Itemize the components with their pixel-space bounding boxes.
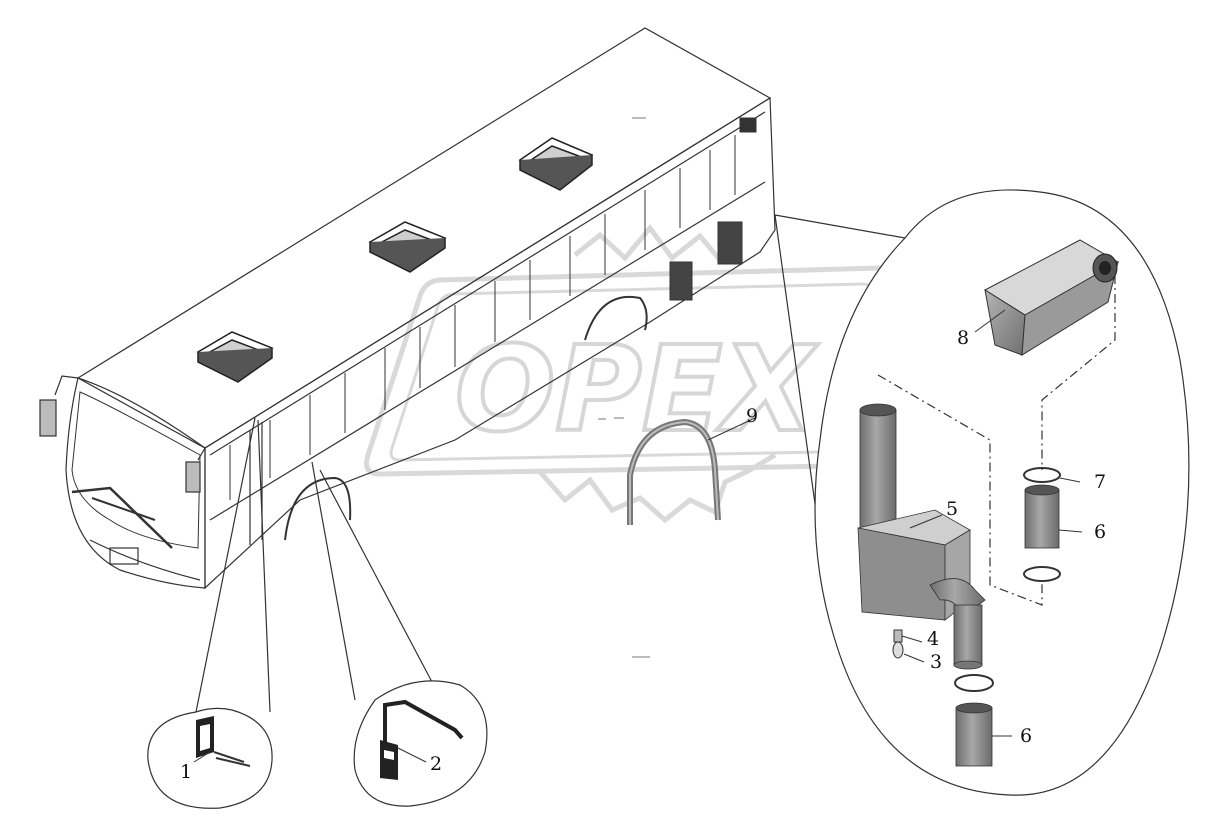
bus-plate bbox=[109, 547, 139, 565]
callout-1: 1 bbox=[180, 761, 192, 783]
bus-front bbox=[65, 377, 206, 589]
callout-5: 5 bbox=[946, 498, 958, 520]
wiper bbox=[71, 486, 173, 549]
part-5-heater-duct bbox=[857, 403, 986, 670]
callout-8: 8 bbox=[957, 327, 969, 349]
callout-6-lower: 6 bbox=[1020, 725, 1032, 747]
watermark-text: OPEX bbox=[455, 320, 818, 458]
bus-side-wall bbox=[204, 96, 776, 590]
roof-hatch bbox=[518, 137, 594, 191]
roof-hatch bbox=[368, 221, 447, 273]
window-band-bottom bbox=[209, 181, 766, 521]
bus bbox=[39, 27, 776, 590]
detail-ellipse-heater bbox=[814, 189, 1190, 796]
assembly-lines bbox=[877, 275, 1116, 606]
mirror-left bbox=[39, 399, 57, 437]
detail-bubble-1 bbox=[147, 707, 273, 809]
rear-wheel-arch bbox=[584, 295, 648, 341]
watermark-gear-outline bbox=[538, 223, 777, 524]
part-8-box bbox=[974, 239, 1120, 356]
part-3-4-fittings bbox=[892, 629, 925, 663]
wiper-2 bbox=[91, 497, 156, 521]
part-6-clamp-lower bbox=[954, 674, 994, 692]
part-9-hose bbox=[627, 417, 756, 525]
leader-lines bbox=[195, 214, 906, 713]
callout-7: 7 bbox=[1094, 471, 1106, 493]
part-6-hose-lower bbox=[955, 702, 1012, 767]
mirror-arm-left bbox=[54, 375, 79, 396]
callout-6-upper: 6 bbox=[1094, 521, 1106, 543]
bus-bumper bbox=[89, 539, 201, 581]
stray-marks bbox=[598, 117, 650, 658]
front-wheel-arch bbox=[284, 476, 352, 541]
part-7-clamp bbox=[1023, 467, 1081, 582]
bus-windshield bbox=[71, 391, 201, 549]
roof-hatch bbox=[196, 331, 274, 383]
part-6-hose-upper bbox=[1024, 484, 1083, 549]
callout-3: 3 bbox=[930, 651, 942, 673]
window-band-top bbox=[209, 111, 766, 456]
callout-2: 2 bbox=[430, 753, 442, 775]
side-windows bbox=[229, 135, 736, 500]
roof-hatches bbox=[196, 137, 594, 383]
detail-bubble-2 bbox=[353, 680, 488, 807]
callout-9: 9 bbox=[746, 405, 758, 427]
rear-vents bbox=[669, 117, 757, 301]
part-2-bracket bbox=[383, 699, 464, 745]
mirror-arm-right bbox=[197, 447, 206, 461]
callout-4: 4 bbox=[927, 628, 939, 650]
callout-labels: 1 2 3 4 5 6 6 7 8 9 bbox=[180, 327, 1106, 783]
mirror-right bbox=[185, 461, 201, 493]
